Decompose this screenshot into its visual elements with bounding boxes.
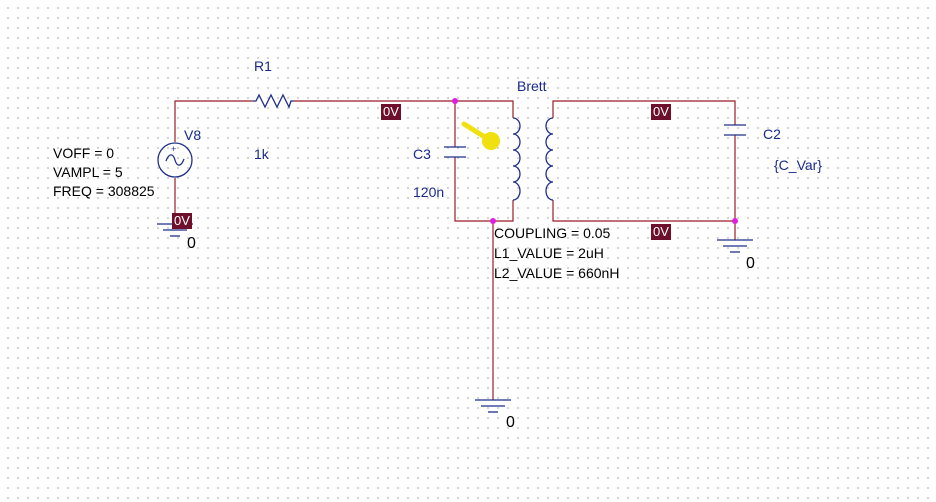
transformer-param-l1[interactable]: L1_VALUE = 2uH	[494, 245, 604, 261]
voltage-marker[interactable]: 0V	[651, 224, 671, 240]
junction-dot	[490, 218, 496, 224]
source-param-vampl[interactable]: VAMPL = 5	[53, 164, 123, 180]
transformer-symbol[interactable]	[512, 117, 554, 201]
c3-ref-label[interactable]: C3	[413, 146, 431, 162]
voltage-marker[interactable]: 0V	[381, 104, 401, 120]
source-param-freq[interactable]: FREQ = 308825	[53, 183, 155, 199]
resistor-value-label[interactable]: 1k	[254, 146, 269, 162]
junction-dot	[732, 218, 738, 224]
capacitor-c2-symbol[interactable]	[724, 124, 746, 136]
resistor-ref-label[interactable]: R1	[254, 58, 272, 74]
ground-symbol-primary[interactable]	[475, 399, 511, 413]
c2-ref-label[interactable]: C2	[763, 126, 781, 142]
transformer-param-coupling[interactable]: COUPLING = 0.05	[494, 225, 611, 241]
wire-l2-bottom[interactable]	[552, 200, 735, 222]
ground-symbol-secondary[interactable]	[717, 239, 753, 253]
svg-text:+: +	[171, 144, 176, 154]
voltage-marker[interactable]: 0V	[172, 213, 192, 229]
transformer-param-l2[interactable]: L2_VALUE = 660nH	[494, 265, 620, 281]
ground-net-label: 0	[187, 235, 196, 252]
junction-dots	[452, 98, 738, 224]
source-param-voff[interactable]: VOFF = 0	[53, 145, 115, 161]
ground-net-label: 0	[506, 414, 515, 431]
selection-cursor-icon[interactable]	[461, 121, 500, 150]
junction-dot	[452, 98, 458, 104]
c2-value-label[interactable]: {C_Var}	[774, 157, 822, 173]
wire-l2-top[interactable]	[552, 100, 736, 125]
capacitor-c3-symbol[interactable]	[444, 146, 466, 158]
wire-l1-bottom[interactable]	[493, 200, 514, 222]
ground-net-label: 0	[746, 255, 755, 272]
resistor-symbol[interactable]	[253, 93, 294, 109]
wire-source-to-r1[interactable]	[174, 100, 253, 142]
wires	[174, 100, 736, 400]
transformer-ref-label[interactable]: Brett	[517, 78, 547, 94]
source-ref-label[interactable]: V8	[184, 127, 202, 143]
wire-node-to-l1-top[interactable]	[455, 100, 514, 118]
c3-value-label[interactable]: 120n	[413, 184, 445, 200]
voltage-marker[interactable]: 0V	[651, 104, 671, 120]
voltage-source-symbol[interactable]: +	[157, 142, 193, 178]
wire-c3-bottom[interactable]	[454, 157, 493, 222]
